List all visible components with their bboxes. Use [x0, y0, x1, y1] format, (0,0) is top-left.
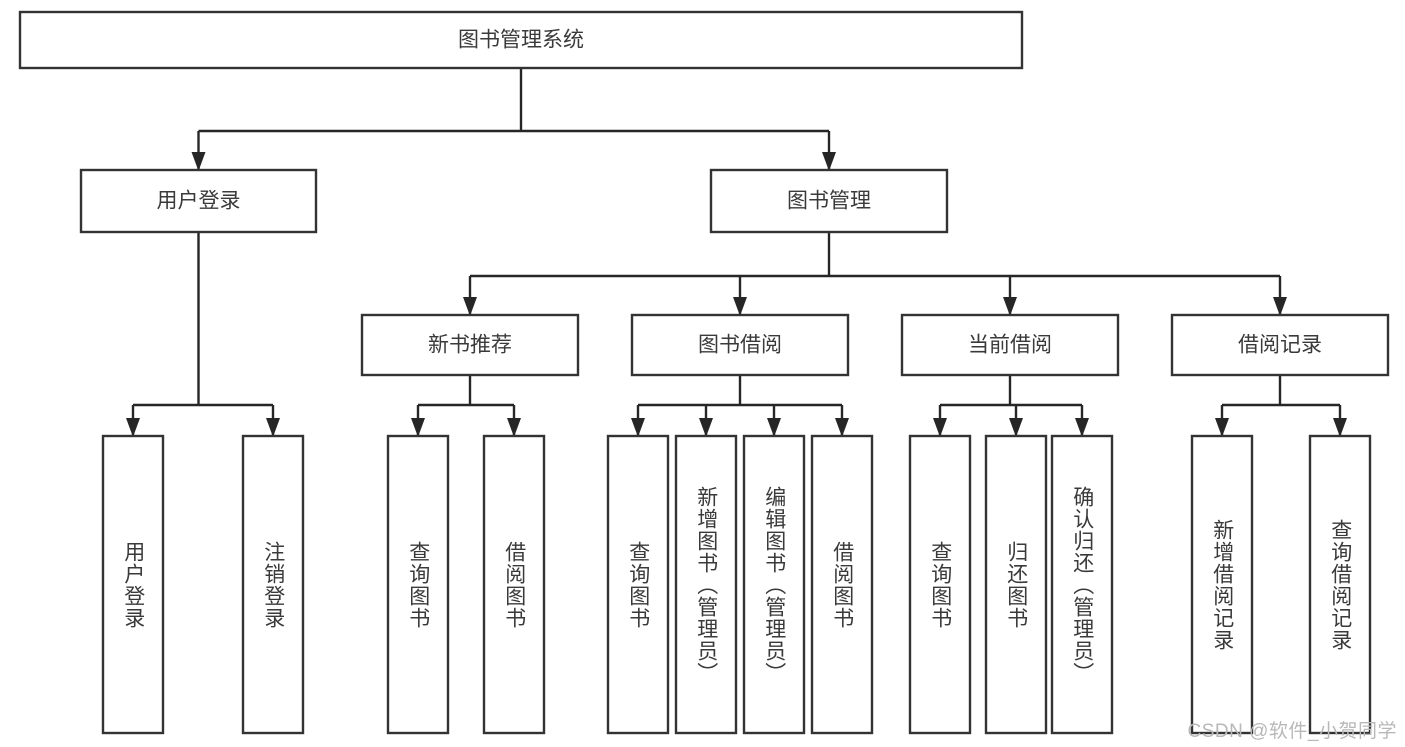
arrow-head-icon: [191, 152, 206, 171]
node-box-leaf-add-record: [1190, 434, 1254, 735]
arrow-head-icon: [507, 418, 521, 437]
node-book-borrow[interactable]: [630, 313, 850, 377]
node-box-leaf-query-book-3: [908, 434, 972, 735]
node-label-book-manage: 图书管理: [787, 190, 871, 213]
arrow-head-icon: [411, 418, 425, 437]
node-box-leaf-user-logout: [241, 434, 305, 735]
node-box-leaf-add-book: [674, 434, 738, 735]
node-label-borrow-record: 借阅记录: [1238, 334, 1322, 357]
arrow-head-icon: [1075, 418, 1089, 437]
node-leaf-query-record[interactable]: [1308, 434, 1372, 735]
csdn-watermark: CSDN @软件_小贺同学: [1187, 721, 1397, 742]
node-leaf-query-book-2[interactable]: [606, 434, 670, 735]
node-box-leaf-confirm-return: [1050, 434, 1114, 735]
node-leaf-user-logout[interactable]: [241, 434, 305, 735]
arrow-head-icon: [822, 152, 836, 171]
node-box-leaf-user-login: [101, 434, 165, 735]
node-leaf-add-book[interactable]: [674, 434, 738, 735]
node-box-leaf-return-book: [984, 434, 1048, 735]
arrow-head-icon: [933, 418, 947, 437]
arrow-head-icon: [1333, 418, 1347, 437]
arrow-head-icon: [126, 418, 140, 437]
node-box-leaf-query-book-1: [386, 434, 450, 735]
node-current-borrow[interactable]: [900, 313, 1120, 377]
node-label-user-login: 用户登录: [157, 190, 241, 213]
node-user-login[interactable]: [79, 168, 318, 234]
arrow-head-icon: [767, 418, 781, 437]
node-label-root: 图书管理系统: [458, 29, 584, 52]
node-label-new-book-rec: 新书推荐: [428, 334, 512, 357]
node-box-book-manage: [709, 168, 949, 234]
node-leaf-edit-book[interactable]: [742, 434, 806, 735]
node-box-current-borrow: [900, 313, 1120, 377]
node-leaf-query-book-1[interactable]: [386, 434, 450, 735]
node-leaf-borrow-book-2[interactable]: [810, 434, 874, 735]
arrow-head-icon: [1273, 297, 1287, 316]
node-leaf-user-login[interactable]: [101, 434, 165, 735]
node-box-leaf-borrow-book-2: [810, 434, 874, 735]
node-box-book-borrow: [630, 313, 850, 377]
node-book-manage[interactable]: [709, 168, 949, 234]
arrow-head-icon: [835, 418, 849, 437]
node-box-leaf-query-record: [1308, 434, 1372, 735]
node-leaf-add-record[interactable]: [1190, 434, 1254, 735]
node-leaf-confirm-return[interactable]: [1050, 434, 1114, 735]
node-leaf-return-book[interactable]: [984, 434, 1048, 735]
node-borrow-record[interactable]: [1170, 313, 1390, 377]
node-new-book-rec[interactable]: [360, 313, 580, 377]
node-leaf-query-book-3[interactable]: [908, 434, 972, 735]
arrow-head-icon: [1003, 297, 1017, 316]
node-box-leaf-edit-book: [742, 434, 806, 735]
node-box-user-login: [79, 168, 318, 234]
node-box-borrow-record: [1170, 313, 1390, 377]
arrow-head-icon: [733, 297, 747, 316]
node-box-leaf-borrow-book-1: [482, 434, 546, 735]
node-root[interactable]: [18, 10, 1024, 70]
arrow-head-icon: [631, 418, 645, 437]
node-label-book-borrow: 图书借阅: [698, 334, 782, 357]
arrow-head-icon: [699, 418, 713, 437]
arrow-head-icon: [266, 418, 280, 437]
arrow-head-icon: [1009, 418, 1023, 437]
node-box-new-book-rec: [360, 313, 580, 377]
arrow-head-icon: [463, 297, 477, 316]
arrow-head-icon: [1215, 418, 1229, 437]
node-box-root: [18, 10, 1024, 70]
node-leaf-borrow-book-1[interactable]: [482, 434, 546, 735]
node-box-leaf-query-book-2: [606, 434, 670, 735]
node-label-current-borrow: 当前借阅: [968, 334, 1052, 357]
